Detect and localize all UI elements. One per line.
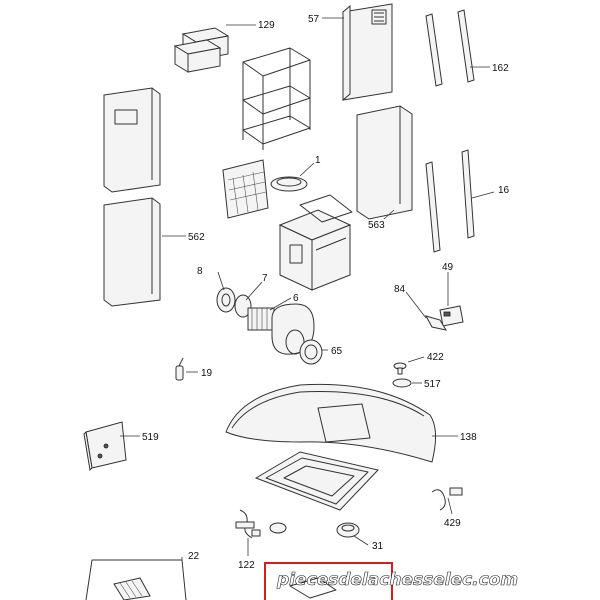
label-563: 563 <box>368 220 385 231</box>
label-422: 422 <box>427 352 444 363</box>
label-519: 519 <box>142 432 159 443</box>
part-31-round-part <box>269 522 369 546</box>
part-57-upper-chimney <box>322 3 393 102</box>
label-19: 19 <box>201 368 213 379</box>
part-519-box <box>83 421 140 472</box>
label-122: 122 <box>238 560 255 571</box>
part-122-cable <box>235 509 261 556</box>
part-19-plug <box>175 357 198 381</box>
label-8: 8 <box>197 266 203 277</box>
part-49-84-control <box>405 272 464 331</box>
label-49: 49 <box>442 262 454 273</box>
part-429-cable <box>431 487 463 515</box>
label-31: 31 <box>372 541 384 552</box>
part-1-filter <box>222 159 315 219</box>
watermark-text: piecesdelachesselec.com <box>276 570 518 590</box>
label-57: 57 <box>308 14 320 25</box>
part-16-side-rails <box>425 149 495 253</box>
label-1: 1 <box>315 155 321 166</box>
highlight-box <box>264 562 393 600</box>
part-562-chimney <box>103 87 186 307</box>
label-22: 22 <box>188 551 200 562</box>
label-517: 517 <box>424 379 441 390</box>
part-422-517-small <box>392 356 425 388</box>
label-6: 6 <box>293 293 299 304</box>
label-429: 429 <box>444 518 461 529</box>
mounting-frame <box>242 47 311 150</box>
label-16: 16 <box>498 185 510 196</box>
bottom-tray <box>254 451 379 511</box>
label-7: 7 <box>262 273 268 284</box>
part-162-rails <box>425 9 490 87</box>
part-138-glass-canopy <box>225 383 458 463</box>
fan-assembly <box>216 271 328 365</box>
label-162: 162 <box>492 63 509 74</box>
label-84: 84 <box>394 284 406 295</box>
part-129-filter-boxes <box>173 24 256 73</box>
part-22-filter-frame <box>85 557 187 600</box>
part-563-inner-chimney <box>356 105 413 220</box>
label-129: 129 <box>258 20 275 31</box>
label-562: 562 <box>188 232 205 243</box>
motor-housing <box>278 194 353 291</box>
label-138: 138 <box>460 432 477 443</box>
label-65: 65 <box>331 346 343 357</box>
